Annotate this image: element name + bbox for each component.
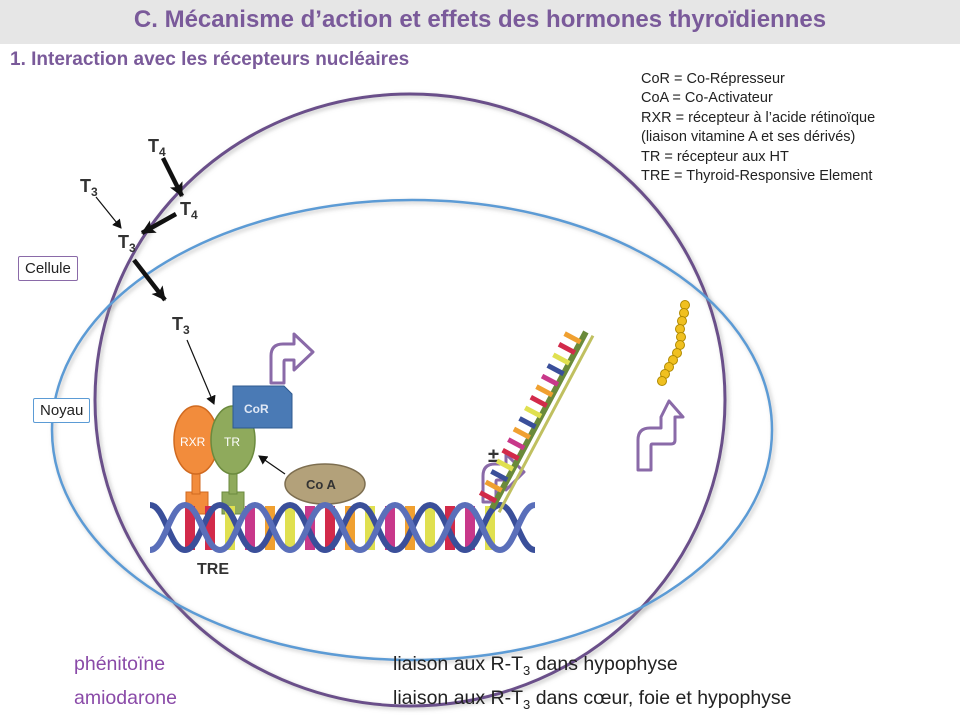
protein-chain <box>657 300 690 386</box>
tre-label: TRE <box>197 561 229 578</box>
cor-label: CoR <box>244 402 269 416</box>
coa-binding-arrow <box>258 455 286 475</box>
cell-label: Cellule <box>18 256 78 281</box>
legend-line: TRE = Thyroid-Responsive Element <box>641 168 873 185</box>
title-bar <box>0 0 960 44</box>
legend-line: RXR = récepteur à l’acide rétinoïque <box>641 109 876 126</box>
cell-membrane <box>93 92 727 708</box>
drug-name: phénitoïne <box>74 653 166 675</box>
page-title: C. Mécanisme d’action et effets des horm… <box>133 6 827 33</box>
nucleus-membrane <box>50 198 774 662</box>
drug-effect: liaison aux R-T3 dans cœur, foie et hypo… <box>393 687 792 712</box>
drug-effect: liaison aux R-T3 dans hypophyse <box>393 653 678 678</box>
t3-binding-arrow <box>186 339 216 405</box>
coa-label: Co A <box>306 477 336 492</box>
hormone-label-t3-nucleus: T3 <box>172 314 190 337</box>
hormone-label-t3-outer: T3 <box>80 176 98 199</box>
dna-double-helix <box>149 501 536 554</box>
mrna-strand <box>478 330 595 513</box>
hormone-label-t4-inner: T4 <box>180 199 198 222</box>
t4-entry-arrow <box>160 156 185 198</box>
hormone-label-t3-cytoplasm: T3 <box>118 232 136 255</box>
legend-line: CoR = Co-Répresseur <box>641 71 785 87</box>
t3-nuclear-entry-arrow <box>132 258 167 302</box>
legend-line: CoA = Co-Activateur <box>641 90 773 107</box>
legend-line: TR = récepteur aux HT <box>641 148 789 165</box>
drug-name: amiodarone <box>74 687 177 709</box>
nucleus-label: Noyau <box>33 398 91 423</box>
t3-entry-arrow <box>95 196 122 229</box>
rxr-label: RXR <box>180 435 206 449</box>
legend-line: (liaison vitamine A et ses dérivés) <box>641 129 856 146</box>
translation-arrow-icon <box>636 399 685 472</box>
plusminus-symbol: ± <box>488 445 499 467</box>
t4-to-t3-arrow <box>140 212 178 235</box>
tr-label: TR <box>224 435 240 449</box>
transcription-arrow-icon-top <box>269 332 315 385</box>
hormone-label-t4-outer: T4 <box>148 136 166 159</box>
abbreviation-legend: CoR = Co-Répresseur CoA = Co-Activateur … <box>641 70 875 186</box>
section-subtitle: 1. Interaction avec les récepteurs nuclé… <box>10 49 410 70</box>
corepressor <box>232 385 293 429</box>
